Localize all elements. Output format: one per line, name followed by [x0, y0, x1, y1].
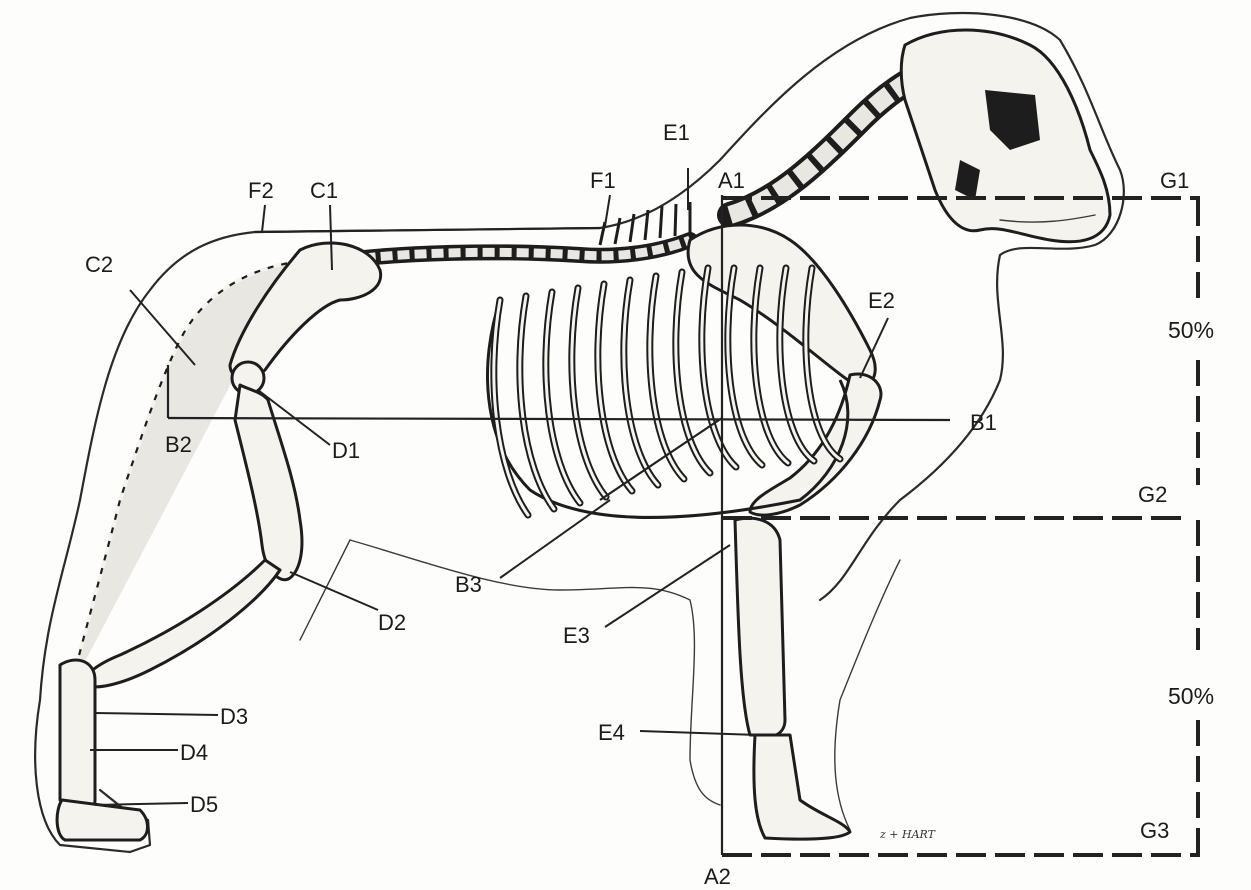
- label-C1: C1: [310, 178, 338, 203]
- label-E3: E3: [563, 623, 590, 648]
- label-F1: F1: [590, 168, 616, 193]
- label-A2: A2: [704, 864, 731, 889]
- label-E2: E2: [868, 288, 895, 313]
- label-G3: G3: [1140, 818, 1169, 843]
- fore-limb: [688, 225, 881, 839]
- label-E4: E4: [598, 720, 625, 745]
- label-D1: D1: [332, 438, 360, 463]
- label-B2: B2: [165, 432, 192, 457]
- label-B1: B1: [970, 410, 997, 435]
- label-G1: G1: [1160, 168, 1189, 193]
- spine: [330, 75, 920, 262]
- label-C2: C2: [85, 252, 113, 277]
- skull: [901, 30, 1110, 242]
- label-D4: D4: [180, 740, 208, 765]
- label-D5: D5: [190, 792, 218, 817]
- label-B3: B3: [455, 572, 482, 597]
- label-F2: F2: [248, 178, 274, 203]
- artist-signature: z + HART: [879, 828, 937, 841]
- label-D3: D3: [220, 704, 248, 729]
- label-D2: D2: [378, 610, 406, 635]
- label-A1: A1: [718, 168, 745, 193]
- proportion-upper-label: 50%: [1168, 317, 1214, 343]
- label-G2: G2: [1138, 482, 1167, 507]
- pelvis: [230, 243, 381, 394]
- label-E1: E1: [663, 120, 690, 145]
- proportion-lower-label: 50%: [1168, 683, 1214, 709]
